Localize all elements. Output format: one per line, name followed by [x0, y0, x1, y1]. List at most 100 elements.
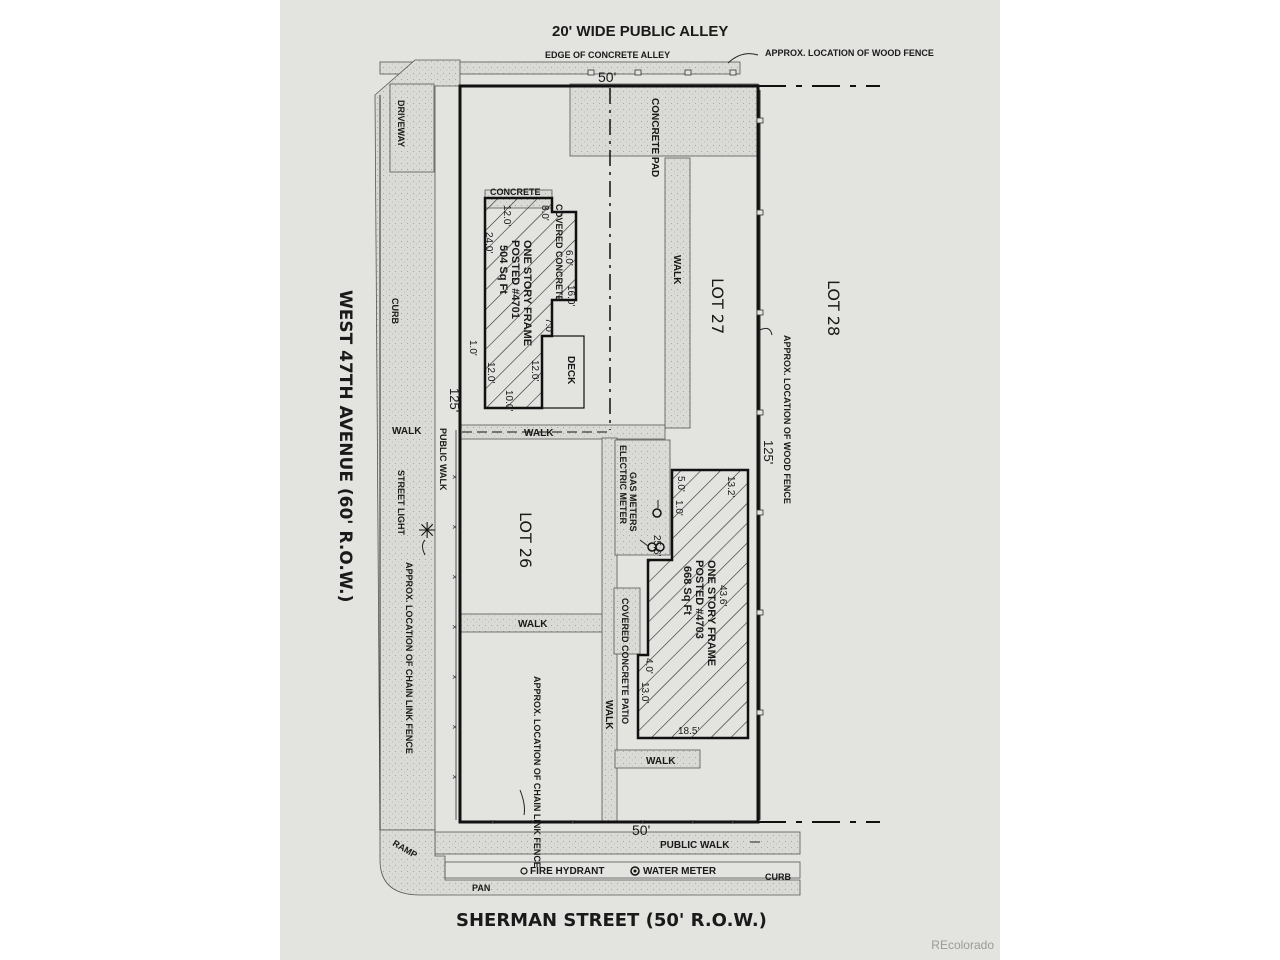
dim-10-0: 10.0' — [503, 390, 514, 411]
dim-50-bottom: 50' — [632, 822, 650, 838]
public-walk-left-label: PUBLIC WALK — [438, 428, 448, 491]
dim-6-0: 6.0' — [563, 250, 574, 266]
dim-12-0-b: 12.0' — [529, 360, 540, 381]
svg-text:×: × — [490, 817, 495, 827]
property-boundary — [458, 84, 760, 824]
patio-area — [613, 587, 641, 655]
dim-13-2: 13.2' — [725, 476, 736, 497]
plat-drawing: × × × × × × × × × × × × × ✳ 20' WIDE PUBLIC ALLEY… — [335, 23, 934, 931]
svg-text:×: × — [452, 672, 457, 682]
concrete-pad-label: CONCRETE PAD — [649, 98, 660, 177]
dim-4-0: 4.0' — [643, 658, 654, 674]
street-label: SHERMAN STREET (50' R.O.W.) — [456, 910, 767, 931]
wood-fence-top-label: APPROX. LOCATION OF WOOD FENCE — [765, 48, 934, 58]
leader-lines — [422, 53, 773, 843]
alley-edge-strip — [379, 61, 741, 75]
concrete-small-label: CONCRETE — [490, 187, 541, 197]
dim-25-6: 25.6' — [651, 535, 662, 556]
chain-fence-left-label: APPROX. LOCATION OF CHAIN LINK FENCE — [404, 562, 414, 754]
survey-sheet: × × × × × × × × × × × × × ✳ 20' WIDE PUBLIC ALLEY… — [280, 0, 1000, 960]
svg-text:×: × — [690, 817, 695, 827]
dim-12-0-c: 12.0' — [485, 362, 496, 383]
gas-meters-label: GAS METERS — [628, 472, 638, 532]
meter-area — [614, 439, 671, 556]
dim-8-0: 8.0' — [539, 205, 550, 221]
walk-strip-upper — [459, 424, 666, 440]
covered-concrete-label: COVERED CONCRETE — [554, 204, 564, 302]
svg-text:×: × — [452, 472, 457, 482]
house1-line1: ONE STORY FRAME — [521, 240, 533, 346]
lot-28-label: LOT 28 — [824, 280, 843, 336]
street-light-label: STREET LIGHT — [396, 470, 406, 536]
dim-18-5: 18.5' — [678, 726, 699, 737]
dim-5-0: 5.0' — [675, 476, 686, 492]
svg-text:×: × — [730, 817, 735, 827]
house2-line1: ONE STORY FRAME — [705, 560, 717, 666]
walk-strip-bottom — [614, 749, 701, 769]
alley-label: 20' WIDE PUBLIC ALLEY — [552, 23, 728, 40]
house1-line3: 504 Sq Ft — [497, 245, 509, 294]
wood-fence-top — [587, 69, 737, 76]
dim-16-0: 16.0' — [565, 285, 576, 306]
dim-1-0: 1.0' — [467, 340, 478, 356]
electric-meter-label: ELECTRIC METER — [618, 445, 628, 525]
watermark: REcolorado — [931, 938, 994, 952]
dim-13-0: 13.0' — [639, 682, 650, 703]
walk-strip-vertical — [664, 157, 691, 429]
street-light-icon: ✳ — [418, 519, 436, 544]
dim-125-right: 125' — [761, 440, 776, 464]
walk-vertical-label: WALK — [671, 255, 682, 285]
dim-7-0: 7.0' — [543, 318, 554, 334]
gas-meter-icon — [655, 542, 665, 552]
svg-text:×: × — [452, 572, 457, 582]
curb-strip — [444, 861, 801, 879]
chain-link-fence: × × × × × × × × × × × × × — [452, 430, 735, 827]
svg-text:×: × — [452, 522, 457, 532]
dim-125-left: 125' — [447, 388, 462, 412]
svg-text:×: × — [530, 817, 535, 827]
wood-fence-right — [756, 90, 764, 820]
svg-text:×: × — [640, 817, 645, 827]
ramp-area — [379, 829, 801, 896]
public-walk-bottom-label: PUBLIC WALK — [660, 840, 730, 851]
walk-lower-label: WALK — [518, 619, 548, 630]
lot-27-label: LOT 27 — [708, 278, 727, 334]
dim-1-0-b: 1.0' — [673, 500, 684, 516]
dim-50-top: 50' — [598, 69, 616, 85]
deck — [541, 335, 585, 409]
wood-fence-right-label: APPROX. LOCATION OF WOOD FENCE — [782, 335, 792, 504]
deck-label: DECK — [565, 356, 576, 385]
svg-text:×: × — [452, 772, 457, 782]
walk-mid-label: WALK — [524, 428, 554, 439]
walk-right-vertical-label: WALK — [603, 700, 614, 730]
public-walk-bottom-area — [434, 831, 801, 855]
svg-text:×: × — [452, 722, 457, 732]
dim-43-6: 43.6' — [717, 585, 728, 606]
water-meter-icon-dot — [633, 869, 637, 873]
curb-bottom-label: CURB — [765, 872, 791, 882]
avenue-label: WEST 47TH AVENUE (60' R.O.W.) — [335, 290, 355, 602]
curb-left-label: CURB — [390, 298, 400, 324]
house2-line2: POSTED #4703 — [693, 560, 705, 639]
lot-26-label: LOT 26 — [516, 512, 535, 568]
house-4703 — [636, 468, 750, 740]
pan-label: PAN — [472, 883, 490, 893]
patio-label: COVERED CONCRETE PATIO — [620, 598, 630, 724]
chain-fence-mid-label: APPROX. LOCATION OF CHAIN LINK FENCE — [532, 676, 542, 868]
water-meter-icon — [630, 866, 640, 876]
house1-line2: POSTED #4701 — [509, 240, 521, 319]
concrete-pad-area — [569, 83, 759, 157]
house-4701 — [483, 196, 578, 410]
electric-meter-icon — [652, 508, 662, 518]
edge-alley-label: EDGE OF CONCRETE ALLEY — [545, 50, 670, 60]
svg-text:×: × — [570, 817, 575, 827]
dim-12-0-a: 12.0' — [501, 205, 512, 226]
svg-text:×: × — [452, 622, 457, 632]
concrete-areas — [374, 59, 801, 896]
driveway-area — [389, 83, 435, 173]
walk-left-label: WALK — [392, 426, 422, 437]
water-meter-label: WATER METER — [643, 866, 717, 877]
house2-line3: 668 Sq Ft — [681, 566, 693, 615]
fire-hydrant-label: FIRE HYDRANT — [530, 866, 604, 877]
fire-hydrant-icon — [520, 867, 528, 875]
